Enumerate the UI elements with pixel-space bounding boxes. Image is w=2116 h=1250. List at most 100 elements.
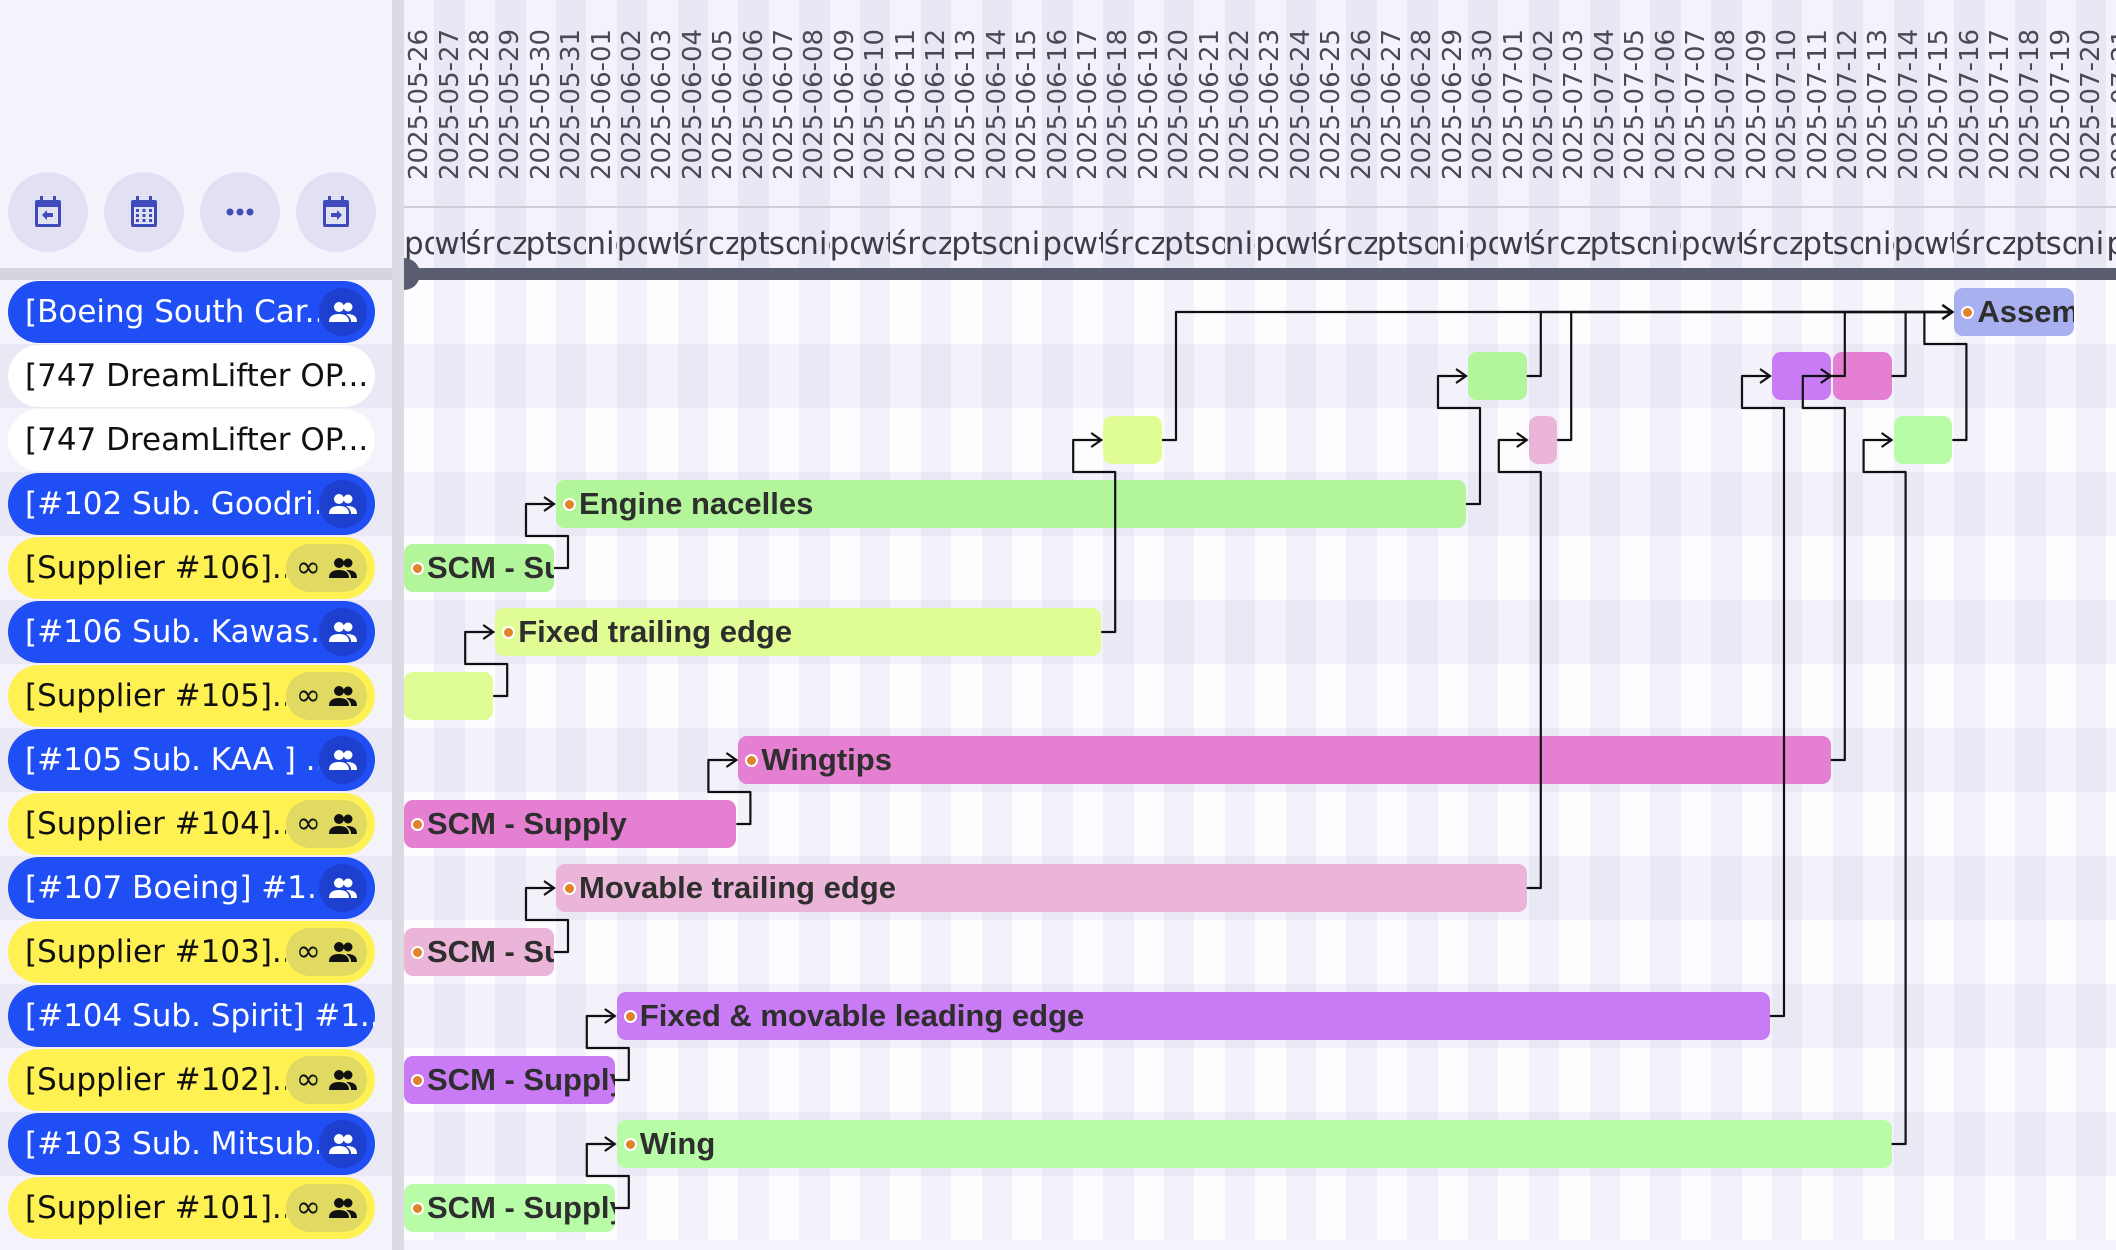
infinity-icon: ∞ [296, 934, 321, 969]
resource-pill[interactable]: [747 DreamLifter OP... [8, 345, 375, 407]
resource-pill[interactable]: [Supplier #101]...∞ [8, 1177, 375, 1239]
task-bar[interactable]: Movable trailing edge [556, 864, 1527, 912]
task-bar[interactable]: Engine nacelles [556, 480, 1466, 528]
task-label: SCM - Supply [427, 1062, 615, 1097]
weekday-label: niedz [799, 226, 829, 262]
resource-badge[interactable] [319, 1120, 367, 1168]
resource-pill[interactable]: [#105 Sub. KAA ] ... [8, 729, 375, 791]
resource-label: [#102 Sub. Goodri... [25, 486, 319, 522]
resource-row: [Supplier #101]...∞ [0, 1176, 392, 1240]
resource-row: [#103 Sub. Mitsub... [0, 1112, 392, 1176]
resource-pill[interactable]: [#102 Sub. Goodri... [8, 473, 375, 535]
resource-badge[interactable] [319, 608, 367, 656]
task-bar[interactable] [404, 672, 494, 720]
weekday-label: niedz [586, 226, 616, 262]
resource-label: [Supplier #106]... [25, 550, 286, 586]
task-bar[interactable]: Wingtips [738, 736, 1831, 784]
weekday-label: wt [1924, 226, 1954, 262]
task-bar[interactable]: SCM - Supply [404, 928, 554, 976]
date-label: 2025-06-16 [1042, 28, 1073, 180]
people-icon [329, 1198, 357, 1218]
weekday-label: czw [708, 226, 739, 262]
weekday-label: czw [1772, 226, 1803, 262]
date-column: 2025-07-12 [1832, 0, 1864, 268]
task-status-dot [563, 497, 576, 511]
task-bar[interactable]: SCM - Supply [404, 544, 554, 592]
timeline-scrollbar[interactable] [404, 268, 2116, 280]
task-bar[interactable]: SCM - Supply [404, 1184, 615, 1232]
date-column: 2025-07-20 [2076, 0, 2107, 268]
resource-pill[interactable]: [Supplier #105]...∞ [8, 665, 375, 727]
panel-resize-divider[interactable] [392, 0, 404, 1250]
resource-row: [Supplier #103]...∞ [0, 920, 392, 984]
task-status-dot [563, 881, 576, 895]
resource-pill[interactable]: [Supplier #103]...∞ [8, 921, 375, 983]
weekday-label: niedz [2076, 226, 2106, 262]
resource-badge[interactable]: ∞ [286, 1056, 367, 1104]
resource-row: [#106 Sub. Kawas... [0, 600, 392, 664]
task-label: Movable trailing edge [579, 870, 896, 905]
resource-badge[interactable]: ∞ [286, 544, 367, 592]
resource-row: [Supplier #106]...∞ [0, 536, 392, 600]
calendar-button[interactable] [104, 172, 184, 252]
resource-badge[interactable]: ∞ [286, 672, 367, 720]
resource-row: [747 DreamLifter OP... [0, 408, 392, 472]
task-bar[interactable] [1528, 416, 1558, 464]
resource-row: [Supplier #102]...∞ [0, 1048, 392, 1112]
task-bar[interactable]: SCM - Supply [404, 1056, 615, 1104]
resource-pill[interactable]: [#106 Sub. Kawas... [8, 601, 375, 663]
task-bar[interactable]: Fixed & movable leading edge [616, 992, 1770, 1040]
resource-badge[interactable] [319, 288, 367, 336]
weekday-label: pt [738, 226, 769, 262]
date-label: 2025-06-27 [1376, 28, 1407, 180]
infinity-icon: ∞ [296, 1062, 321, 1097]
resource-badge[interactable]: ∞ [286, 928, 367, 976]
weekday-label: czw [1559, 226, 1590, 262]
people-icon [329, 558, 357, 578]
resource-badge[interactable] [319, 480, 367, 528]
date-label: 2025-06-30 [1468, 28, 1499, 180]
task-label: Engine nacelles [579, 486, 814, 521]
weekday-label: czw [1133, 226, 1164, 262]
task-bar[interactable] [1103, 416, 1162, 464]
date-label: 2025-07-03 [1559, 28, 1590, 180]
date-label: 2025-06-08 [799, 28, 830, 180]
date-label: 2025-06-03 [647, 28, 678, 180]
date-label: 2025-07-17 [1984, 28, 2015, 180]
resource-badge[interactable]: ∞ [286, 1184, 367, 1232]
weekday-label: śr [1529, 226, 1559, 262]
resource-badge[interactable]: ∞ [286, 800, 367, 848]
task-status-dot [411, 1201, 424, 1215]
weekday-label: pon [1255, 226, 1286, 262]
resource-row: [#102 Sub. Goodri... [0, 472, 392, 536]
date-column: 2025-05-27 [434, 0, 465, 268]
resource-pill[interactable]: [Boeing South Car... [8, 281, 375, 343]
task-bar[interactable] [1468, 352, 1527, 400]
task-status-dot [1961, 305, 1975, 319]
resource-pill[interactable]: [#104 Sub. Spirit] #1... [8, 985, 375, 1047]
more-button[interactable] [200, 172, 280, 252]
resource-pill[interactable]: [Supplier #106]...∞ [8, 537, 375, 599]
resource-pill[interactable]: [#103 Sub. Mitsub... [8, 1113, 375, 1175]
resource-pill[interactable]: [Supplier #104]...∞ [8, 793, 375, 855]
task-bar[interactable]: SCM - Supply [404, 800, 737, 848]
resource-badge[interactable] [319, 864, 367, 912]
resource-pill[interactable]: [#107 Boeing] #1... [8, 857, 375, 919]
resource-badge[interactable] [319, 736, 367, 784]
next-period-button[interactable] [296, 172, 376, 252]
date-column: 2025-06-26 [1346, 0, 1377, 268]
weekday-label: wt [434, 226, 464, 262]
task-bar[interactable]: Wing [616, 1120, 1892, 1168]
timeline-scroll-handle[interactable] [404, 258, 420, 290]
resource-pill[interactable]: [747 DreamLifter OP... [8, 409, 375, 471]
date-label: 2025-07-09 [1741, 28, 1772, 180]
task-label: SCM - Supply [427, 550, 554, 585]
task-bar[interactable]: Fixed trailing edge [495, 608, 1102, 656]
resource-pill[interactable]: [Supplier #102]...∞ [8, 1049, 375, 1111]
task-bar[interactable]: Assembly [1954, 288, 2074, 336]
date-column: 2025-07-04 [1589, 0, 1620, 268]
task-bar[interactable] [1893, 416, 1953, 464]
task-label: Fixed trailing edge [518, 614, 793, 649]
previous-period-button[interactable] [8, 172, 88, 252]
date-label: 2025-05-27 [434, 28, 465, 180]
